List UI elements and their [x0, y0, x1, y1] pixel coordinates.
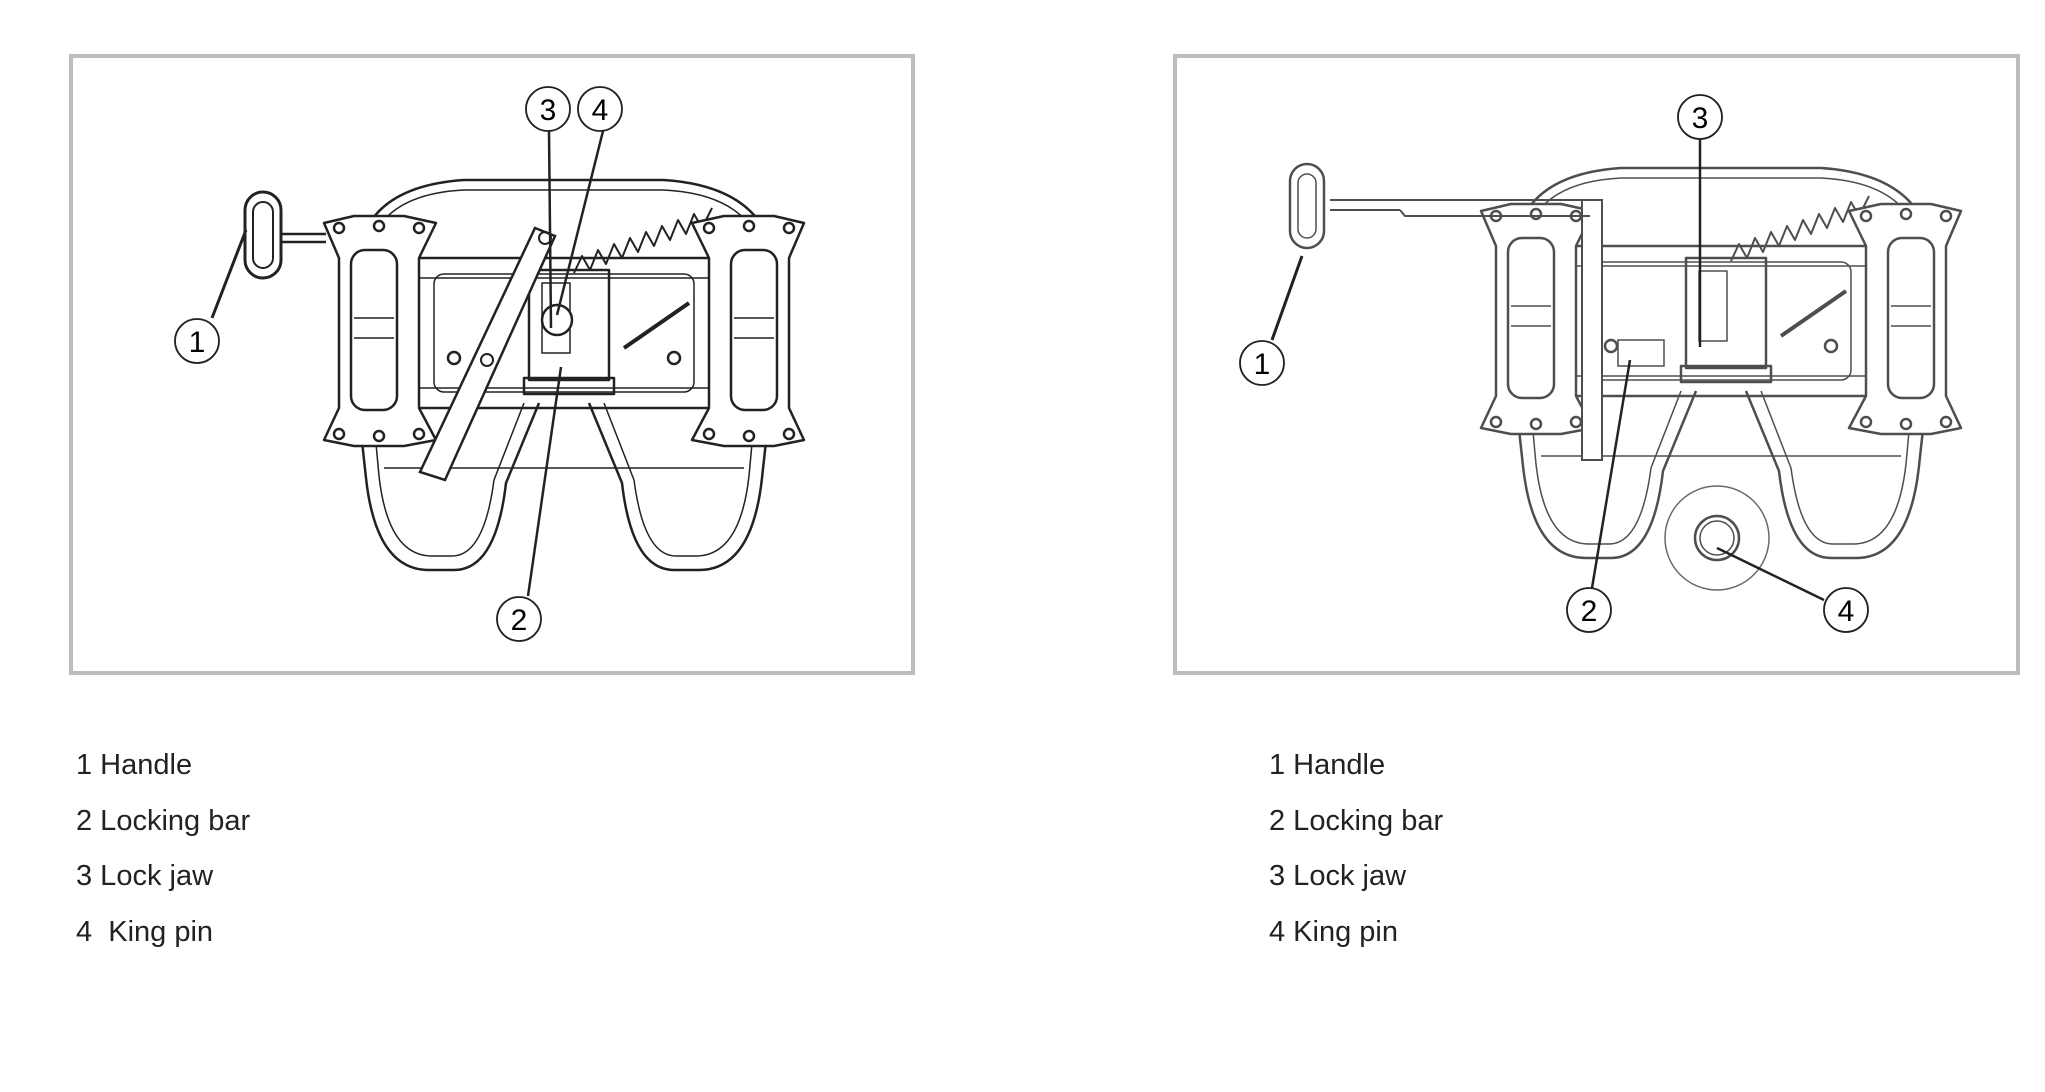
legend-item-handle: 1 Handle	[76, 749, 193, 781]
callout-1-left: 1	[189, 326, 206, 359]
callout-4-right: 4	[1838, 595, 1855, 628]
figure-right-frame	[1173, 54, 2020, 675]
fifth-wheel-open-drawing	[1288, 162, 1963, 591]
legend-item-king-pin: 4 King pin	[1269, 915, 1398, 948]
handle-icon	[243, 190, 283, 280]
legend-left: 1 Handle 2 Locking bar 3 Lock jaw 4 King…	[76, 738, 250, 960]
callout-2-left: 2	[511, 604, 528, 637]
callouts-right	[1239, 94, 1869, 633]
legend-item-locking-bar: 2 Locking bar	[76, 804, 251, 837]
callout-3-right: 3	[1692, 102, 1709, 135]
legend-right: 1 Handle 2 Locking bar 3 Lock jaw 4 King…	[1269, 738, 1443, 960]
legend-item-lock-jaw: 3 Lock jaw	[76, 860, 214, 892]
callout-3-left: 3	[540, 94, 557, 127]
figure-left-frame	[69, 54, 915, 675]
legend-item-lock-jaw: 3 Lock jaw	[1269, 860, 1407, 892]
legend-item-locking-bar: 2 Locking bar	[1269, 804, 1444, 837]
callout-4-left: 4	[592, 94, 609, 127]
callouts-left	[174, 86, 623, 642]
handle-icon	[1288, 162, 1326, 250]
callout-1-right: 1	[1254, 348, 1271, 381]
fifth-wheel-locked-drawing	[243, 178, 806, 572]
legend-item-handle: 1 Handle	[1269, 749, 1386, 781]
king-pin-icon	[1664, 485, 1770, 591]
callout-2-right: 2	[1581, 595, 1598, 628]
legend-item-king-pin: 4 King pin	[76, 915, 214, 948]
